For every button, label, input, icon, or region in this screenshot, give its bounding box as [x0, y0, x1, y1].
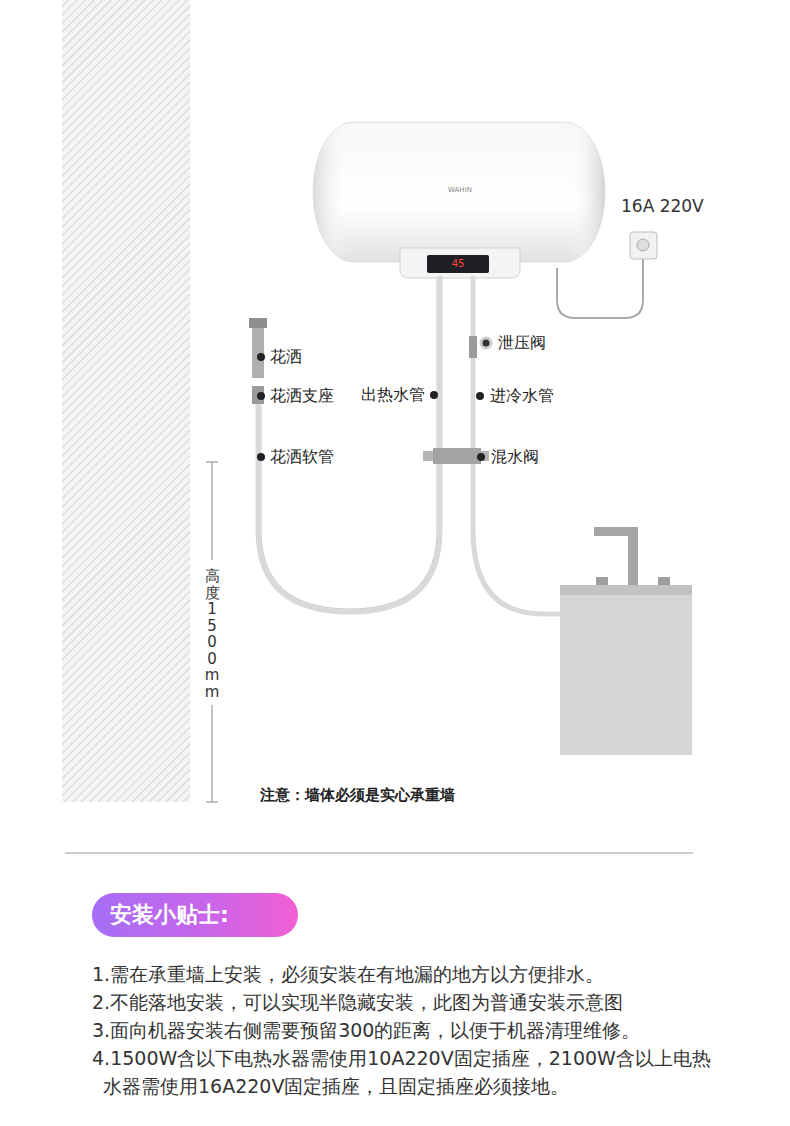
note-text: 注意：墙体必须是实心承重墙 — [260, 786, 455, 804]
shower-head — [249, 318, 267, 328]
faucet — [594, 527, 638, 585]
pipes — [258, 278, 560, 614]
tip-text: 1.需在承重墙上安装，必须安装在有地漏的地方以方便排水。 — [92, 961, 770, 989]
dimension-text: 高度 1500 mm — [205, 568, 220, 700]
heading-text: 安装小贴士: — [110, 902, 298, 928]
brand-mark: WAHIN — [448, 186, 472, 194]
part-label: 花洒软管 — [268, 447, 336, 466]
part-label: 泄压阀 — [496, 333, 548, 352]
part-label: 花洒支座 — [268, 386, 336, 405]
voltage-note: 16A 220V — [621, 196, 704, 216]
tip-text: 2.不能落地安装，可以实现半隐藏安装，此图为普通安装示意图 — [92, 989, 770, 1017]
tip-text: 3.面向机器安装右侧需要预留300的距离，以便于机器清理维修。 — [92, 1017, 770, 1045]
socket — [630, 232, 657, 259]
power-cord — [557, 258, 643, 318]
separator — [65, 853, 693, 854]
relief-valve — [469, 336, 477, 358]
shower-holder — [252, 386, 264, 404]
sink-cabinet — [560, 585, 692, 755]
heading-pill: 安装小贴士: — [92, 893, 298, 937]
part-label: 进冷水管 — [488, 386, 556, 405]
display — [427, 255, 489, 273]
display-digits: 45 — [452, 258, 465, 270]
part-label: 花洒 — [268, 347, 304, 366]
part-label: 出热水管 — [359, 385, 427, 404]
wall — [62, 0, 190, 802]
control-panel — [400, 248, 520, 278]
water-heater — [313, 122, 605, 262]
callout-dots — [257, 338, 491, 461]
part-label: 混水阀 — [489, 447, 541, 466]
tip-text: 4.1500W含以下电热水器需使用10A220V固定插座，2100W含以上电热水… — [92, 1045, 715, 1100]
